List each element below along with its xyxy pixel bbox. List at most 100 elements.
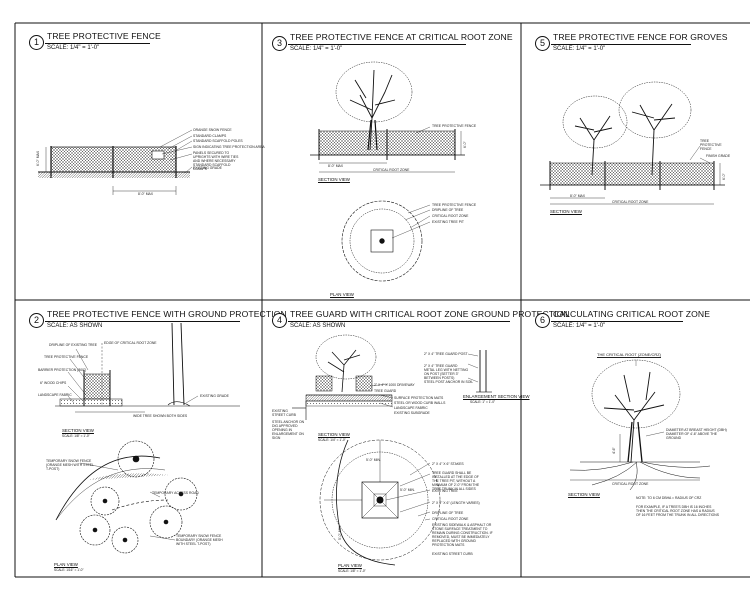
p2-tree-canopies xyxy=(79,440,198,554)
p3-label-plan-fence: TREE PROTECTIVE FENCE xyxy=(432,203,477,207)
p4-label-guard-install: TREE GUARD SHALL BE INSTALLED AT THE EDG… xyxy=(432,471,480,491)
panel-2-scale: SCALE: AS SHOWN xyxy=(47,323,103,329)
p4-label-curb-walls: STEEL OR WOOD CURB WALLS xyxy=(394,401,446,405)
p1-dim-height: 6'-0" MAX xyxy=(36,150,40,166)
p4-plan-view-title: PLAN VIEW xyxy=(338,563,362,568)
p4-label-fabric: LANDSCAPE FABRIC xyxy=(394,406,428,410)
p3-section-view-title: SECTION VIEW xyxy=(318,177,350,182)
panel-5-scale: SCALE: 1/4" = 1'-0" xyxy=(553,46,606,52)
p4-label-dripline: DRIPLINE OF TREE xyxy=(432,511,464,515)
p2-label-fence-boundary: TEMPORARY SNOW FENCE BOUNDARY (ORANGE ME… xyxy=(176,534,223,546)
p2-label-snow-fence: TEMPORARY SNOW FENCE (ORANGE MESH WITH S… xyxy=(46,459,94,471)
p4-tree xyxy=(315,334,377,393)
p4-label-guard: TREE GUARD xyxy=(374,389,397,393)
p4-enlargement-scale: SCALE: 1" = 1'-0" xyxy=(470,400,496,404)
panel-6-scale: SCALE: 1/4" = 1'-0" xyxy=(553,323,606,329)
panel-3-scale: SCALE: 1/4" = 1'-0" xyxy=(290,46,343,52)
p1-dim-width: 8'-0" MAX xyxy=(138,192,154,196)
p6-note-example: FOR EXAMPLE, IF A TREE'S DBH IS 16 INCHE… xyxy=(636,505,719,517)
p4-section-view-scale: SCALE: 1/4" = 1'-0" xyxy=(318,438,346,442)
p1-label-poles: STANDARD SCAFFOLD POLES xyxy=(193,139,243,143)
panel-2-title: TREE PROTECTIVE FENCE WITH GROUND PROTEC… xyxy=(47,309,287,319)
p6-dim-height: 4'-6" xyxy=(612,447,616,454)
p2-label-grade: EXISTING GRADE xyxy=(200,394,229,398)
p2-label-wide-tree: WIDE TREE SHOWN BOTH SIDES xyxy=(133,414,188,418)
panel-6-title: CALCULATING CRITICAL ROOT ZONE xyxy=(553,309,711,319)
p6-label-dbh: DIAMETER AT BREAST HEIGHT (DBH) DIAMETER… xyxy=(666,428,727,440)
sheet-grid xyxy=(14,22,750,578)
panel-3-number: 3 xyxy=(272,36,287,51)
panel-4-title-underline xyxy=(288,321,510,322)
p2-plan-view-scale: SCALE: 1/16" = 1'-0" xyxy=(54,568,84,572)
p4-label-length-varies: 2" X 4" X 6" (LENGTH VARIES) xyxy=(432,501,480,505)
p4-label-stakes: 2" X 4" X 6" STAKES xyxy=(432,462,464,466)
p2-section-drawing xyxy=(55,322,240,413)
p3-label-dripline: DRIPLINE OF TREE xyxy=(432,208,464,212)
panel-1-number: 1 xyxy=(29,35,44,50)
panel-5-title: TREE PROTECTIVE FENCE FOR GROVES xyxy=(553,32,728,42)
p4-dim-right: 5'-0" MIN. xyxy=(400,488,415,492)
p2-plan-view-title: PLAN VIEW xyxy=(54,562,78,567)
panel-6-number: 6 xyxy=(535,313,550,328)
p5-dim-width: 8'-0" MAX xyxy=(570,194,586,198)
panel-2-number: 2 xyxy=(29,313,44,328)
p4-dim-left: 5'-0" MIN. xyxy=(338,525,342,540)
p4-label-existing-tree: EXISTING TREE xyxy=(432,489,458,493)
p3-label-plan-crz: CRITICAL ROOT ZONE xyxy=(432,214,469,218)
p4-plan-drawing xyxy=(319,439,441,566)
p5-section-view-title: SECTION VIEW xyxy=(550,209,582,214)
panel-4-title: TREE GUARD WITH CRITICAL ROOT ZONE GROUN… xyxy=(290,309,570,319)
p4-label-steel-anchor: STEEL ANCHOR ON DIG APPROVED OPENING IN … xyxy=(272,420,305,440)
p4-label-metal-leg: 2" X 4" TREE GUARD METAL LEG WITH NETTIN… xyxy=(424,364,469,380)
p5-dim-height: 6'-0" xyxy=(722,173,726,180)
p3-plan-view-title: PLAN VIEW xyxy=(330,292,354,297)
panel-1-title: TREE PROTECTIVE FENCE xyxy=(47,31,161,41)
p5-label-crz: CRITICAL ROOT ZONE xyxy=(612,200,649,204)
p3-label-crz: CRITICAL ROOT ZONE xyxy=(373,168,410,172)
panel-2-title-underline xyxy=(45,321,240,322)
p2-label-wood-chips: 6" WOOD CHIPS xyxy=(40,381,67,385)
p4-label-mats: SURFACE PROTECTION MATS xyxy=(394,396,444,400)
p2-plan-drawing xyxy=(55,440,198,554)
p3-label-tree-pit: EXISTING TREE PIT xyxy=(432,220,464,224)
p6-label-crz: CRITICAL ROOT ZONE xyxy=(612,482,649,486)
p3-dim-width: 8'-0" MAX xyxy=(328,164,344,168)
p5-label-grade: FINISH GRADE xyxy=(706,154,731,158)
panel-4-scale: SCALE: AS SHOWN xyxy=(290,323,346,329)
panel-3-title-underline xyxy=(288,44,466,45)
p4-label-subgrade: EXISTING SUBGRADE xyxy=(394,411,430,415)
p6-label-crz-top: THE CRITICAL ROOT (ZONE/CRZ) xyxy=(597,352,661,357)
p3-dim-height: 6'-0" xyxy=(463,141,467,148)
p4-label-anchor: STEEL POST ANCHOR IN SOIL xyxy=(424,380,474,384)
p6-section-drawing xyxy=(569,359,711,491)
p4-label-guard-post: 2" X 4" TREE GUARD POST xyxy=(424,352,468,356)
p2-section-view-scale: SCALE: 1/8" = 1'-0" xyxy=(62,434,90,438)
p2-label-access-road: TEMPORARY ACCESS ROAD xyxy=(152,491,199,495)
panel-6-title-underline xyxy=(551,321,683,322)
p4-label-driveway: 2" X 4" X 1000 DRIVEWAY xyxy=(374,383,415,387)
p4-section-drawing xyxy=(292,334,492,420)
p2-label-fabric: LANDSCAPE FABRIC xyxy=(38,393,72,397)
p1-label-panels: PANELS SECURED TO UPRIGHTS WITH WIRE TIE… xyxy=(193,151,239,171)
p4-enlargement-title: ENLARGEMENT SECTION VIEW xyxy=(463,394,530,399)
p5-section-drawing xyxy=(540,81,725,205)
p5-trees xyxy=(562,81,692,176)
p1-label-snow-fence: ORANGE SNOW FENCE xyxy=(193,128,232,132)
p4-label-crz: CRITICAL ROOT ZONE xyxy=(432,517,469,521)
p2-label-dripline: DRIPLINE OF EXISTING TREE xyxy=(49,343,97,347)
p2-label-barrier: BARRIER PROTECTION (800") xyxy=(38,368,87,372)
p4-section-view-title: SECTION VIEW xyxy=(318,432,350,437)
p3-label-fence: TREE PROTECTIVE FENCE xyxy=(432,124,477,128)
p4-label-plan-street-curb: EXISTING STREET CURB xyxy=(432,552,473,556)
p1-label-clamps: STANDARD CLAMPS xyxy=(193,134,227,138)
panel-1-title-underline xyxy=(45,43,150,44)
panel-1-scale: SCALE: 1/4" = 1'-0" xyxy=(47,45,100,51)
p1-label-sign: SIGN INDICATING TREE PROTECTION AREA xyxy=(193,145,265,149)
p1-label-grade: EXISTING GRADE xyxy=(193,166,222,170)
panel-3-title: TREE PROTECTIVE FENCE AT CRITICAL ROOT Z… xyxy=(290,32,513,42)
p5-label-fence: TREE PROTECTIVE FENCE xyxy=(700,139,722,151)
p4-dim-top: 5'-0" MIN. xyxy=(366,458,381,462)
p6-section-view-title: SECTION VIEW xyxy=(568,492,600,497)
